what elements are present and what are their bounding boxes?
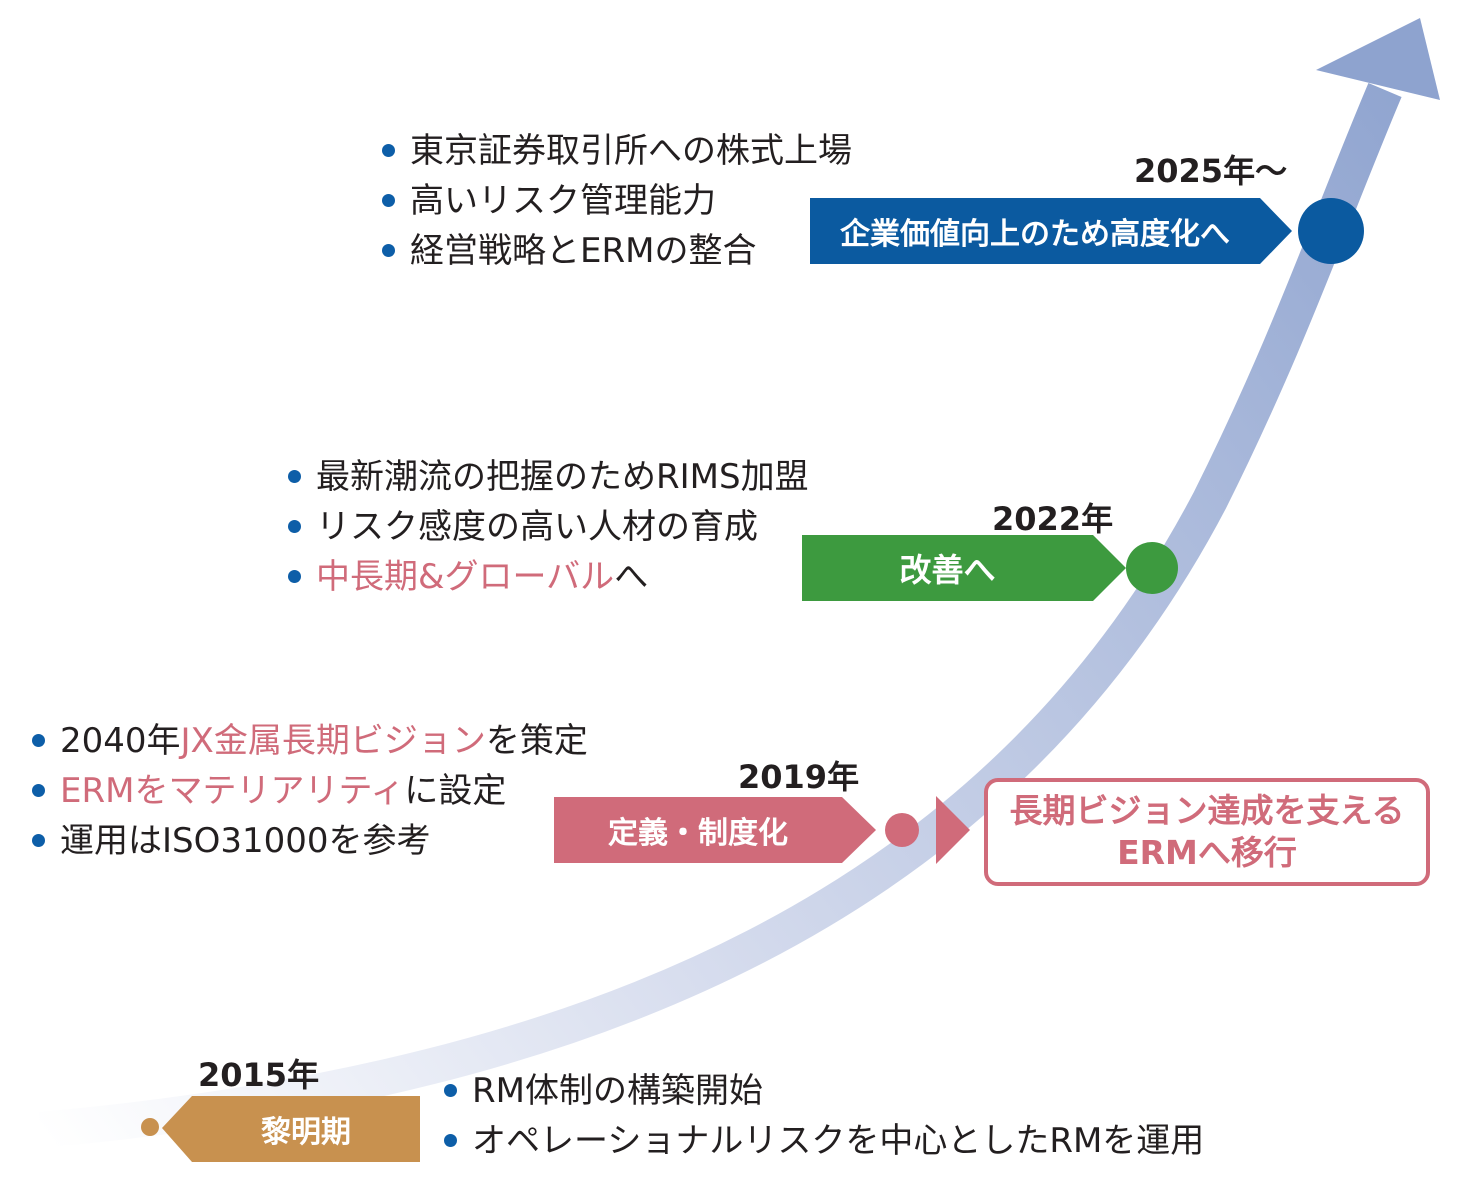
bullet-item: 高いリスク管理能力 bbox=[380, 176, 852, 226]
goal-text-line1: 長期ビジョン達成を支える bbox=[1009, 791, 1405, 830]
marker-2022 bbox=[1126, 542, 1178, 594]
year-2019: 2019年 bbox=[738, 758, 860, 796]
banner-2019 bbox=[554, 797, 876, 863]
banner-2015 bbox=[162, 1096, 420, 1162]
bullet-item: 最新潮流の把握のためRIMS加盟 bbox=[286, 452, 809, 502]
stage-label-2022: 改善へ bbox=[899, 551, 996, 589]
bullet-item: 東京証券取引所への株式上場 bbox=[380, 126, 852, 176]
plain-text: へ bbox=[614, 557, 649, 597]
growth-curve bbox=[38, 82, 1402, 1148]
bullet-item: 中長期&グローバルへ bbox=[286, 552, 809, 602]
stage-label-2019: 定義・制度化 bbox=[608, 816, 788, 851]
year-2025: 2025年～ bbox=[1134, 152, 1288, 190]
bullet-list-2015: RM体制の構築開始 オペレーショナルリスクを中心としたRMを運用 bbox=[442, 1066, 1204, 1166]
stage-label-2025: 企業価値向上のため高度化へ bbox=[840, 217, 1230, 252]
bullet-item: オペレーショナルリスクを中心としたRMを運用 bbox=[442, 1116, 1204, 1166]
year-2015: 2015年 bbox=[198, 1056, 320, 1094]
bullet-item: 運用はISO31000を参考 bbox=[30, 816, 588, 866]
goal-arrow bbox=[936, 796, 970, 864]
goal-text-line2: ERMへ移行 bbox=[1117, 833, 1297, 872]
marker-2015 bbox=[141, 1118, 159, 1136]
bullet-item: リスク感度の高い人材の育成 bbox=[286, 502, 809, 552]
accent-text: 中長期&グローバル bbox=[316, 557, 615, 597]
plain-text: に設定 bbox=[404, 771, 507, 811]
bullet-item: 2040年JX金属長期ビジョンを策定 bbox=[30, 716, 588, 766]
stage-label-2015: 黎明期 bbox=[261, 1115, 351, 1150]
year-2022: 2022年 bbox=[992, 500, 1114, 538]
bullet-list-2019: 2040年JX金属長期ビジョンを策定 ERMをマテリアリティに設定 運用はISO… bbox=[30, 716, 588, 866]
bullet-item: 経営戦略とERMの整合 bbox=[380, 226, 852, 276]
plain-text: 2040年 bbox=[60, 721, 181, 761]
banner-2025 bbox=[810, 198, 1292, 264]
marker-2019 bbox=[885, 813, 919, 847]
bullet-list-2022: 最新潮流の把握のためRIMS加盟 リスク感度の高い人材の育成 中長期&グローバル… bbox=[286, 452, 809, 602]
goal-box: 長期ビジョン達成を支える ERMへ移行 bbox=[984, 778, 1430, 886]
bullet-item: RM体制の構築開始 bbox=[442, 1066, 1204, 1116]
accent-text: JX金属長期ビジョン bbox=[180, 721, 486, 761]
bullet-item: ERMをマテリアリティに設定 bbox=[30, 766, 588, 816]
marker-2025 bbox=[1298, 198, 1364, 264]
accent-text: ERMをマテリアリティ bbox=[60, 771, 405, 811]
banner-2022 bbox=[802, 535, 1126, 601]
bullet-list-2025: 東京証券取引所への株式上場 高いリスク管理能力 経営戦略とERMの整合 bbox=[380, 126, 852, 276]
curve-arrowhead bbox=[1316, 18, 1440, 100]
plain-text: を策定 bbox=[485, 721, 588, 761]
